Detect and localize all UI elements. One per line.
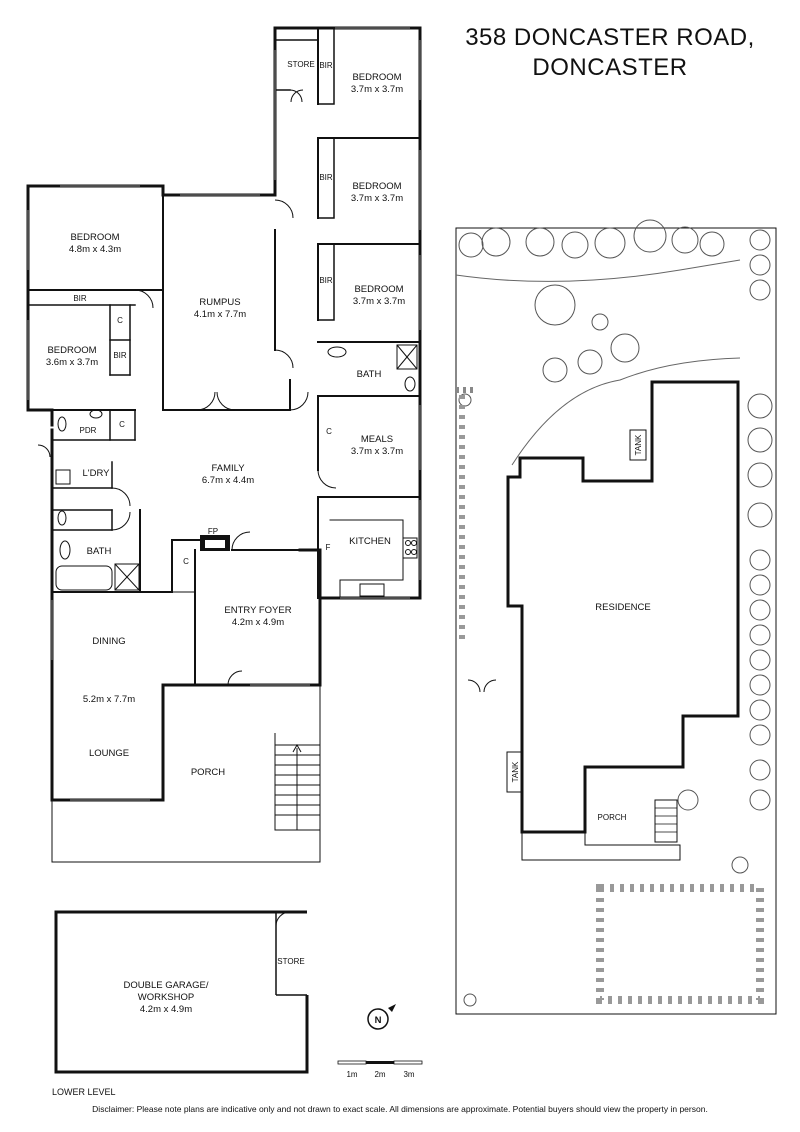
compass-letter: N xyxy=(375,1015,382,1026)
laundry-label: L'DRY xyxy=(83,468,111,479)
meals-name: MEALS xyxy=(361,434,393,445)
bedroom-2-name: BEDROOM xyxy=(352,181,401,192)
lower-level-label: LOWER LEVEL xyxy=(52,1087,116,1097)
door-swings xyxy=(37,89,337,686)
fixtures xyxy=(55,344,418,597)
tank-label: TANK xyxy=(511,761,520,782)
closet-label: C xyxy=(117,316,123,325)
garage-labels: DOUBLE GARAGE/ WORKSHOP 4.2m x 4.9m STOR… xyxy=(124,957,305,1015)
property-address-line1: 358 DONCASTER ROAD, xyxy=(465,24,755,51)
window-marks xyxy=(27,27,421,1073)
bedroom-3-size: 3.7m x 3.7m xyxy=(353,296,405,307)
bedroom-1-size: 3.7m x 3.7m xyxy=(351,84,403,95)
bedroom-left-name: BEDROOM xyxy=(70,232,119,243)
bedroom-left-size: 4.8m x 4.3m xyxy=(69,244,121,255)
scale-label-1m: 1m xyxy=(346,1070,357,1079)
porch-label: PORCH xyxy=(191,767,225,778)
residence-outline xyxy=(506,380,740,834)
site-porch-label: PORCH xyxy=(598,813,627,822)
dining-label: DINING xyxy=(92,636,125,647)
bir-label: BIR xyxy=(73,294,87,303)
site-plan: RESIDENCE TANK TANK PORCH xyxy=(455,219,777,1015)
residence-label: RESIDENCE xyxy=(595,602,650,613)
garage-name-line2: WORKSHOP xyxy=(138,992,194,1003)
rumpus-size: 4.1m x 7.7m xyxy=(194,309,246,320)
garage-store-label: STORE xyxy=(277,957,304,966)
closet-label: C xyxy=(326,427,332,436)
bir-label: BIR xyxy=(319,276,333,285)
bedroom-2-size: 3.7m x 3.7m xyxy=(351,193,403,204)
meals-size: 3.7m x 3.7m xyxy=(351,446,403,457)
bath-lower-label: BATH xyxy=(87,546,112,557)
family-size: 6.7m x 4.4m xyxy=(202,475,254,486)
powder-room-label: PDR xyxy=(80,426,97,435)
kitchen-label: KITCHEN xyxy=(349,536,391,547)
tank-label: TANK xyxy=(634,434,643,455)
closet-label: C xyxy=(119,420,125,429)
bedroom-left2-name: BEDROOM xyxy=(47,345,96,356)
fridge-label: F xyxy=(326,543,331,552)
bir-label: BIR xyxy=(319,173,333,182)
dining-lounge-size: 5.2m x 7.7m xyxy=(83,694,135,705)
property-address-line2: DONCASTER xyxy=(532,54,688,81)
room-labels: STORE BIR BEDROOM 3.7m x 3.7m BIR BEDROO… xyxy=(46,60,405,778)
family-name: FAMILY xyxy=(211,463,245,474)
bir-label: BIR xyxy=(113,351,127,360)
store-label: STORE xyxy=(287,60,314,69)
north-compass: N xyxy=(367,1004,396,1030)
rumpus-name: RUMPUS xyxy=(199,297,240,308)
garage-name-line1: DOUBLE GARAGE/ xyxy=(124,980,209,991)
bath-top-label: BATH xyxy=(357,369,382,380)
bedroom-left2-size: 3.6m x 3.7m xyxy=(46,357,98,368)
scale-label-3m: 3m xyxy=(403,1070,414,1079)
fireplace-label: FP xyxy=(208,527,218,536)
garage-size: 4.2m x 4.9m xyxy=(140,1004,192,1015)
bir-label: BIR xyxy=(319,61,333,70)
scale-label-2m: 2m xyxy=(374,1070,385,1079)
bedroom-1-name: BEDROOM xyxy=(352,72,401,83)
scale-bar: 1m 2m 3m xyxy=(337,1060,423,1079)
bedroom-3-name: BEDROOM xyxy=(354,284,403,295)
stairs xyxy=(274,733,321,831)
entry-foyer-name: ENTRY FOYER xyxy=(224,605,291,616)
entry-foyer-size: 4.2m x 4.9m xyxy=(232,617,284,628)
main-floor-walls xyxy=(26,26,422,863)
disclaimer: Disclaimer: Please note plans are indica… xyxy=(92,1104,708,1114)
lounge-label: LOUNGE xyxy=(89,748,129,759)
closet-label: C xyxy=(183,557,189,566)
garage xyxy=(54,910,309,1074)
